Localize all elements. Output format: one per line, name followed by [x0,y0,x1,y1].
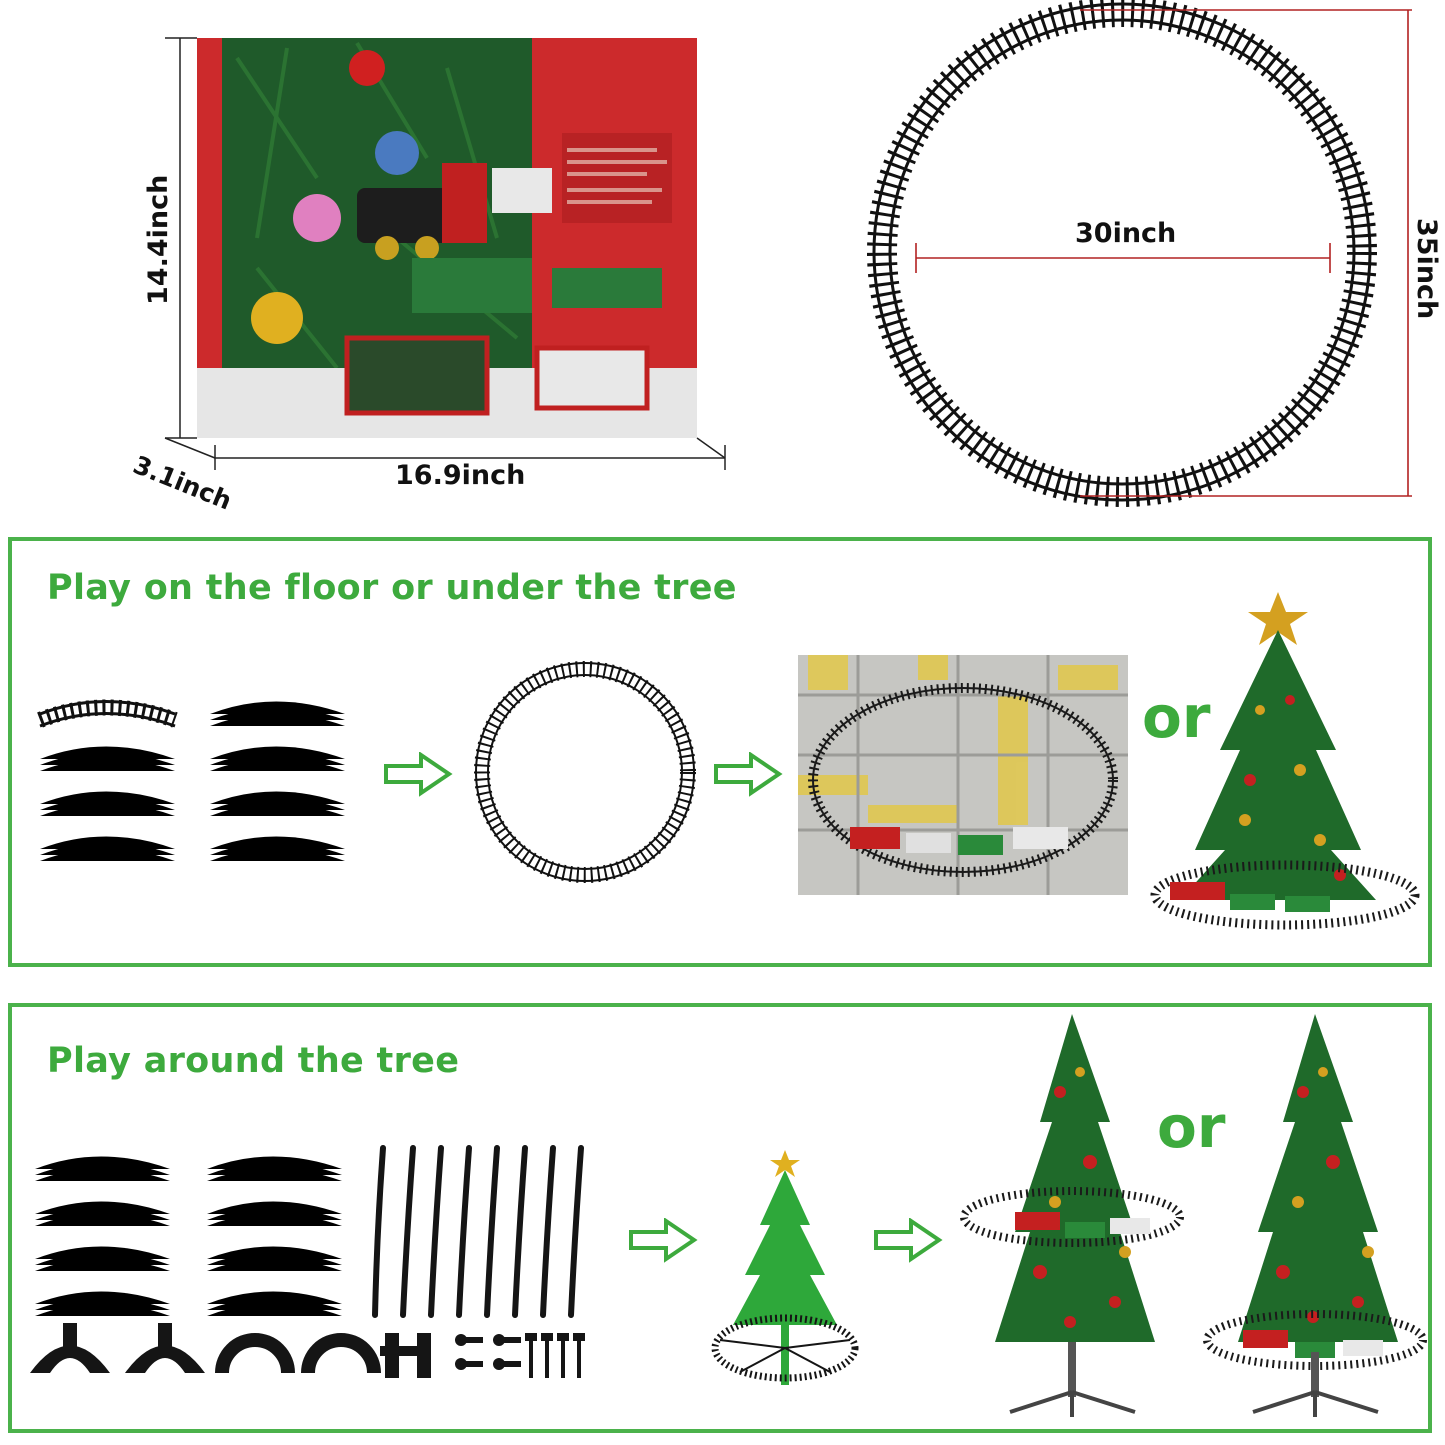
track-diameter-label: 30inch [1075,218,1177,249]
track-outer-label: 35inch [1411,218,1442,320]
or-label-floor: or [1142,683,1211,751]
floor-track-photo [798,655,1128,895]
or-label-tree: or [1157,1093,1226,1161]
support-legs-group [372,1145,584,1318]
tree-play-heading: Play around the tree [47,1041,460,1081]
arrow-right-icon [714,752,783,797]
curved-tracks-group-2 [25,1140,365,1320]
floor-play-heading: Play on the floor or under the tree [47,568,737,608]
christmas-tree-icon [1150,592,1420,930]
christmas-tree-icon [1203,1014,1427,1417]
arrow-right-icon [384,752,453,797]
accessory-parts [30,1323,585,1378]
arrow-right-icon [629,1218,698,1263]
track-circle-icon [474,661,696,883]
track-circle-diagram [867,0,1412,507]
track-circle-icon [867,0,1377,507]
tree-stand-diagram [711,1150,859,1385]
box-height-label: 14.4inch [143,174,174,305]
floor-play-panel [8,537,1432,967]
box-width-label: 16.9inch [395,460,526,491]
product-box-image [197,38,697,438]
track-piece-icon [37,699,178,728]
tree-play-panel [8,1003,1432,1433]
box-dimension-lines [164,37,726,470]
arrow-right-icon [874,1218,943,1263]
christmas-tree-icon [960,1014,1184,1417]
curved-tracks-group [30,690,370,865]
